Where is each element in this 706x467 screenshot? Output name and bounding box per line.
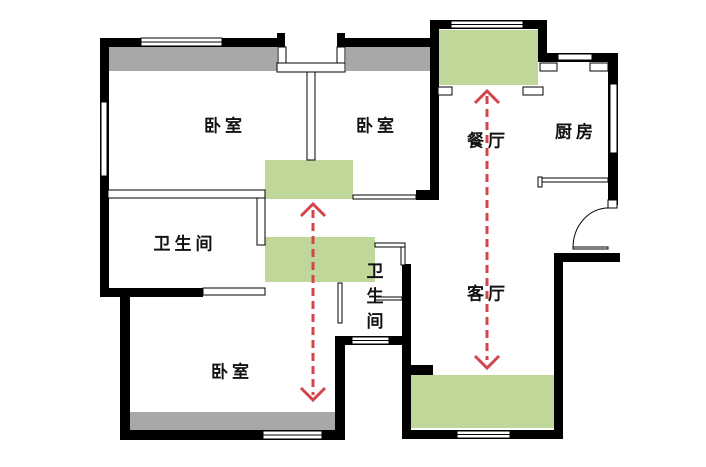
dining-zone xyxy=(438,30,538,85)
label-char: 生 xyxy=(366,287,384,307)
label-bedroom-top-left: 卧室 xyxy=(204,116,246,137)
label-kitchen: 厨房 xyxy=(555,122,597,143)
arrow-left-head-bottom xyxy=(299,386,327,403)
label-char: 卫 xyxy=(366,262,384,282)
balcony-strips xyxy=(108,46,430,430)
corridor-zone-upper xyxy=(265,160,353,199)
windows xyxy=(100,20,618,440)
arrow-left-head-top xyxy=(299,201,327,218)
label-dining: 餐厅 xyxy=(467,131,509,152)
flow-arrows xyxy=(299,88,501,403)
partitions xyxy=(107,46,618,324)
green-zones xyxy=(265,30,554,428)
label-bedroom-bottom: 卧室 xyxy=(211,362,253,383)
label-bedroom-top-right: 卧室 xyxy=(356,116,398,137)
label-living: 客厅 xyxy=(467,284,509,305)
label-char: 间 xyxy=(366,312,384,332)
label-bathroom-small: 卫 生 间 xyxy=(365,260,385,335)
living-zone xyxy=(411,375,554,428)
arrow-right-head-top xyxy=(473,88,501,105)
corridor-zone-lower xyxy=(265,237,375,282)
label-bathroom-main: 卫生间 xyxy=(153,234,217,255)
door-swing-arc xyxy=(572,207,609,249)
arrow-right-head-bottom xyxy=(473,354,501,371)
